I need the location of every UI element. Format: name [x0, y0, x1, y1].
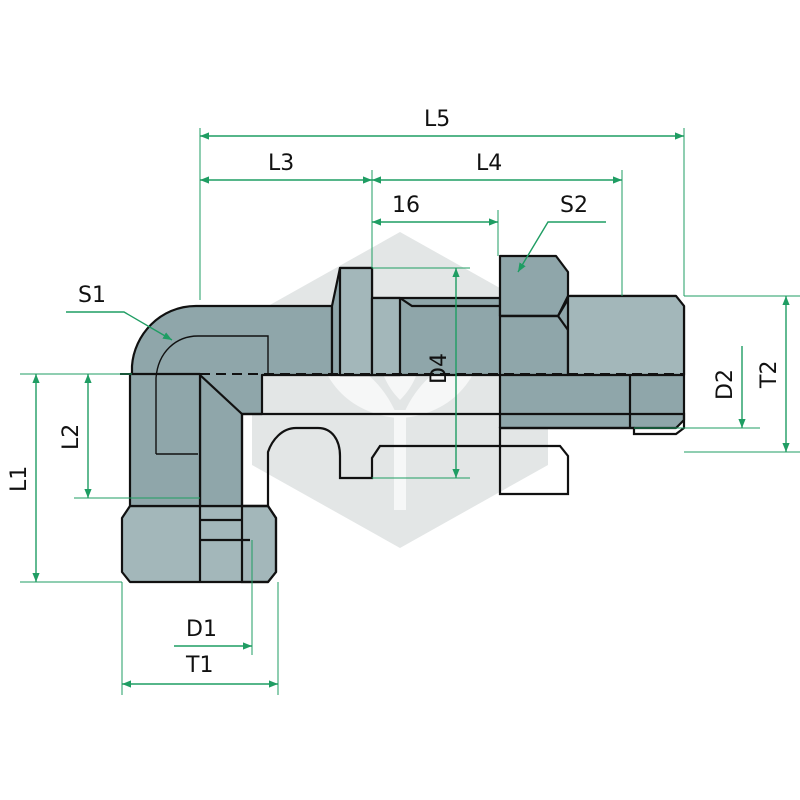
male-thread-end — [566, 294, 686, 377]
hex-nut-s2-lower — [498, 314, 570, 377]
label-s1: S1 — [78, 283, 106, 308]
lower-nut-section — [498, 444, 570, 496]
label-l2: L2 — [59, 424, 84, 450]
socket-section — [240, 504, 278, 584]
tube-section — [240, 412, 686, 508]
label-d2: D2 — [713, 369, 738, 400]
label-16: 16 — [392, 193, 420, 218]
elbow-lower-body — [128, 372, 202, 508]
label-d1: D1 — [186, 617, 217, 642]
dimension-lines — [32, 132, 790, 688]
label-s2: S2 — [560, 193, 588, 218]
label-t1: T1 — [185, 653, 213, 678]
dimension-labels: L5 L3 L4 16 S2 S1 L1 L2 D4 D2 T2 D1 T1 — [7, 107, 782, 678]
label-l3: L3 — [268, 151, 294, 176]
label-d4: D4 — [427, 353, 452, 384]
elbow-bore — [155, 335, 269, 454]
nut-left — [338, 266, 374, 377]
hex-nut-s2 — [498, 254, 570, 318]
label-l5: L5 — [424, 107, 450, 132]
label-t2: T2 — [757, 361, 782, 389]
label-l1: L1 — [7, 466, 32, 492]
nut-hex-face — [370, 296, 402, 377]
fitting-body — [120, 254, 686, 584]
label-l4: L4 — [476, 151, 502, 176]
